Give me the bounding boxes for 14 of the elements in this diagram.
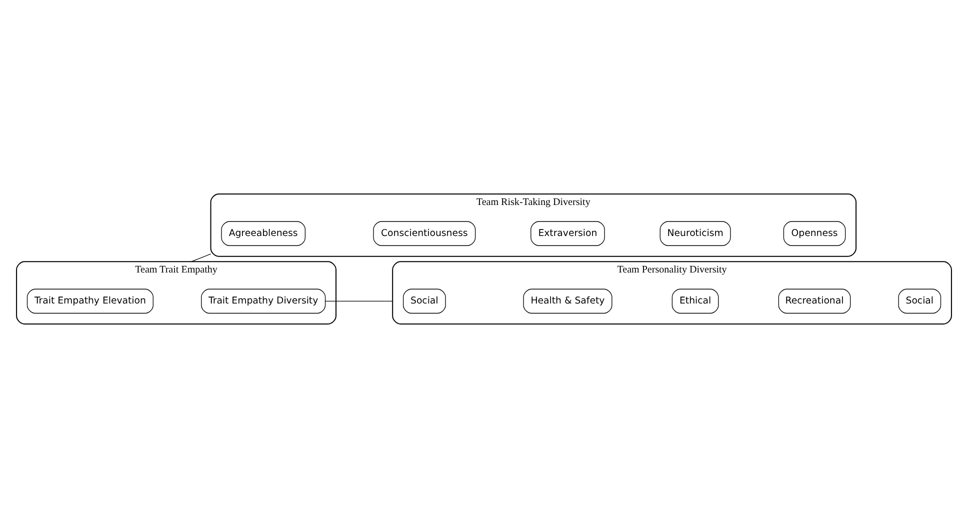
connector xyxy=(324,300,393,302)
node-box: Agreeableness xyxy=(221,220,306,246)
node-box: Extraversion xyxy=(530,220,605,246)
node-box: Trait Empathy Elevation xyxy=(26,288,154,314)
node-box: Social xyxy=(402,288,446,314)
node-box: Neuroticism xyxy=(660,220,731,246)
node-box: Openness xyxy=(783,220,846,246)
node-box: Ethical xyxy=(672,288,719,314)
node-box: Social xyxy=(898,288,942,314)
node-box: Health & Safety xyxy=(523,288,612,314)
node-box: Trait Empathy Diversity xyxy=(201,288,326,314)
connector xyxy=(190,253,212,262)
node-box: Conscientiousness xyxy=(373,220,476,246)
node-box: Recreational xyxy=(778,288,851,314)
